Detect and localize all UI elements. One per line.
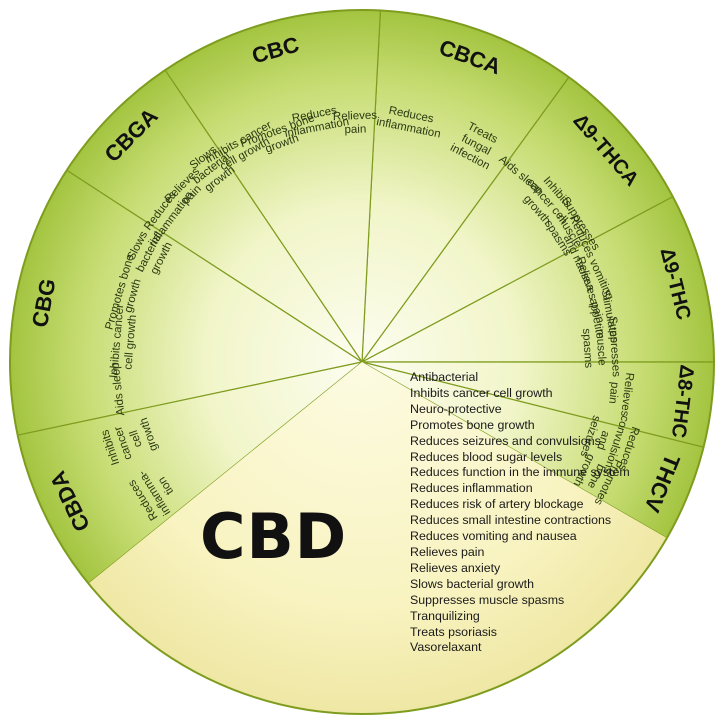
cbd-benefit: Reduces function in the immune system xyxy=(410,465,630,480)
cbd-benefit: Relieves anxiety xyxy=(410,560,501,575)
cbd-benefit: Antibacterial xyxy=(410,370,479,384)
cbd-benefit: Reduces risk of artery blockage xyxy=(410,497,584,512)
cbd-benefit: Reduces inflammation xyxy=(410,481,533,496)
cbd-benefit: Inhibits cancer cell growth xyxy=(410,385,553,400)
cbd-benefit: Reduces vomiting and nausea xyxy=(410,529,577,544)
wheel-outline xyxy=(9,9,715,715)
sector-layer xyxy=(9,9,715,585)
cbd-benefit: Vasorelaxant xyxy=(410,640,482,655)
cbd-benefit: Promotes bone growth xyxy=(410,417,535,432)
sector-benefit-cbc: Relievespain xyxy=(333,110,378,137)
cbd-benefit: Relieves pain xyxy=(410,544,485,559)
sector-benefit-cbg: Aids sleep xyxy=(110,362,128,416)
cbd-benefit: Tranquilizing xyxy=(410,608,480,623)
cbd-sector xyxy=(88,362,667,715)
cbd-benefit: Reduces blood sugar levels xyxy=(410,449,563,464)
sector-benefit-delta9-thc: Suppressesmusclespasms xyxy=(579,316,622,379)
cbd-benefit: Reduces small intestine contractions xyxy=(410,513,612,528)
cbd-benefit: Reduces seizures and convulsions xyxy=(410,433,601,448)
cbd-benefit: Neuro-protective xyxy=(410,401,502,416)
cbd-benefit: Treats psoriasis xyxy=(410,624,497,639)
cbd-name: CBD xyxy=(200,500,348,573)
cbd-benefit: Suppresses muscle spasms xyxy=(410,592,565,607)
cbd-benefit: Slows bacterial growth xyxy=(410,576,534,591)
sector-benefit-delta8-thc: Relievespain xyxy=(605,370,636,417)
